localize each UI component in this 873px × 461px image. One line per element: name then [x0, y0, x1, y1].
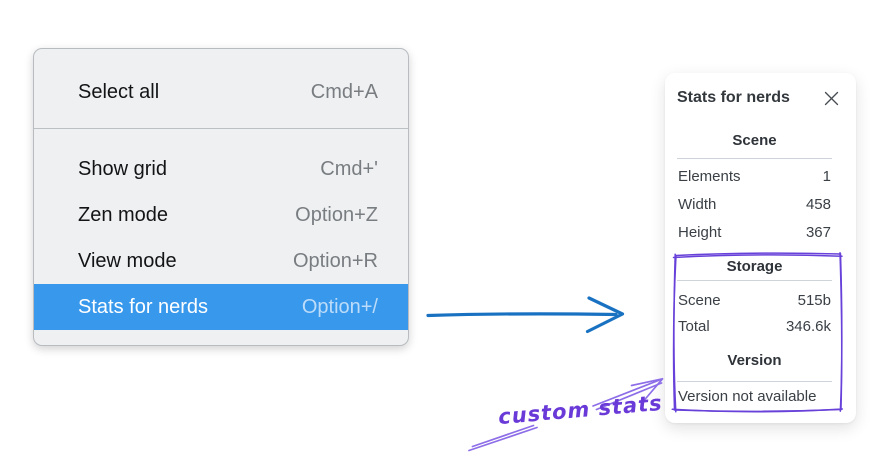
section-divider [677, 381, 832, 382]
menu-item-label: Show grid [78, 157, 167, 180]
stat-row-total-storage: Total 346.6k [678, 318, 831, 336]
stat-value: 346.6k [785, 318, 831, 335]
stat-value: 1 [822, 168, 831, 185]
menu-item-shortcut: Option+Z [295, 203, 378, 226]
menu-item-label: Select all [78, 80, 160, 103]
menu-item-stats-for-nerds[interactable]: Stats for nerds Option+/ [34, 284, 408, 330]
section-heading-version: Version [727, 352, 782, 369]
stat-label: Width [678, 196, 717, 213]
menu-item-label: View mode [78, 249, 177, 272]
stat-label: Elements [678, 168, 741, 185]
menu-item-label: Stats for nerds [78, 295, 209, 318]
stat-row-scene-storage: Scene 515b [678, 292, 831, 310]
close-icon [824, 91, 839, 106]
stat-value: 515b [797, 292, 831, 309]
stat-label: Total [678, 318, 710, 335]
menu-item-show-grid[interactable]: Show grid Cmd+' [34, 146, 408, 192]
menu-item-zen-mode[interactable]: Zen mode Option+Z [34, 192, 408, 238]
stat-value: 367 [805, 224, 831, 241]
stat-row-height: Height 367 [678, 224, 831, 242]
panel-title: Stats for nerds [677, 89, 790, 106]
stat-label: Scene [678, 292, 721, 309]
context-menu: Select all Cmd+A Show grid Cmd+' Zen mod… [33, 48, 409, 346]
menu-item-shortcut: Option+/ [301, 295, 378, 318]
flow-arrow [426, 296, 625, 334]
close-button[interactable] [822, 89, 841, 108]
stat-row-elements: Elements 1 [678, 168, 831, 186]
section-divider [677, 158, 832, 159]
version-note: Version not available [678, 388, 817, 405]
section-heading-scene: Scene [732, 132, 777, 149]
menu-item-view-mode[interactable]: View mode Option+R [34, 238, 408, 284]
menu-item-label: Zen mode [78, 203, 169, 226]
menu-item-select-all[interactable]: Select all Cmd+A [34, 69, 408, 115]
stat-row-width: Width 458 [678, 196, 831, 214]
menu-item-shortcut: Option+R [292, 249, 378, 272]
menu-item-shortcut: Cmd+' [320, 157, 378, 180]
menu-item-shortcut: Cmd+A [310, 80, 378, 103]
section-heading-storage: Storage [726, 258, 783, 275]
stats-panel: Stats for nerds Scene Elements 1 Width 4… [665, 73, 856, 423]
section-divider [677, 280, 832, 281]
menu-separator [34, 128, 408, 129]
stat-value: 458 [805, 196, 831, 213]
stat-label: Height [678, 224, 722, 241]
annotation-label: custom stats [497, 390, 664, 430]
